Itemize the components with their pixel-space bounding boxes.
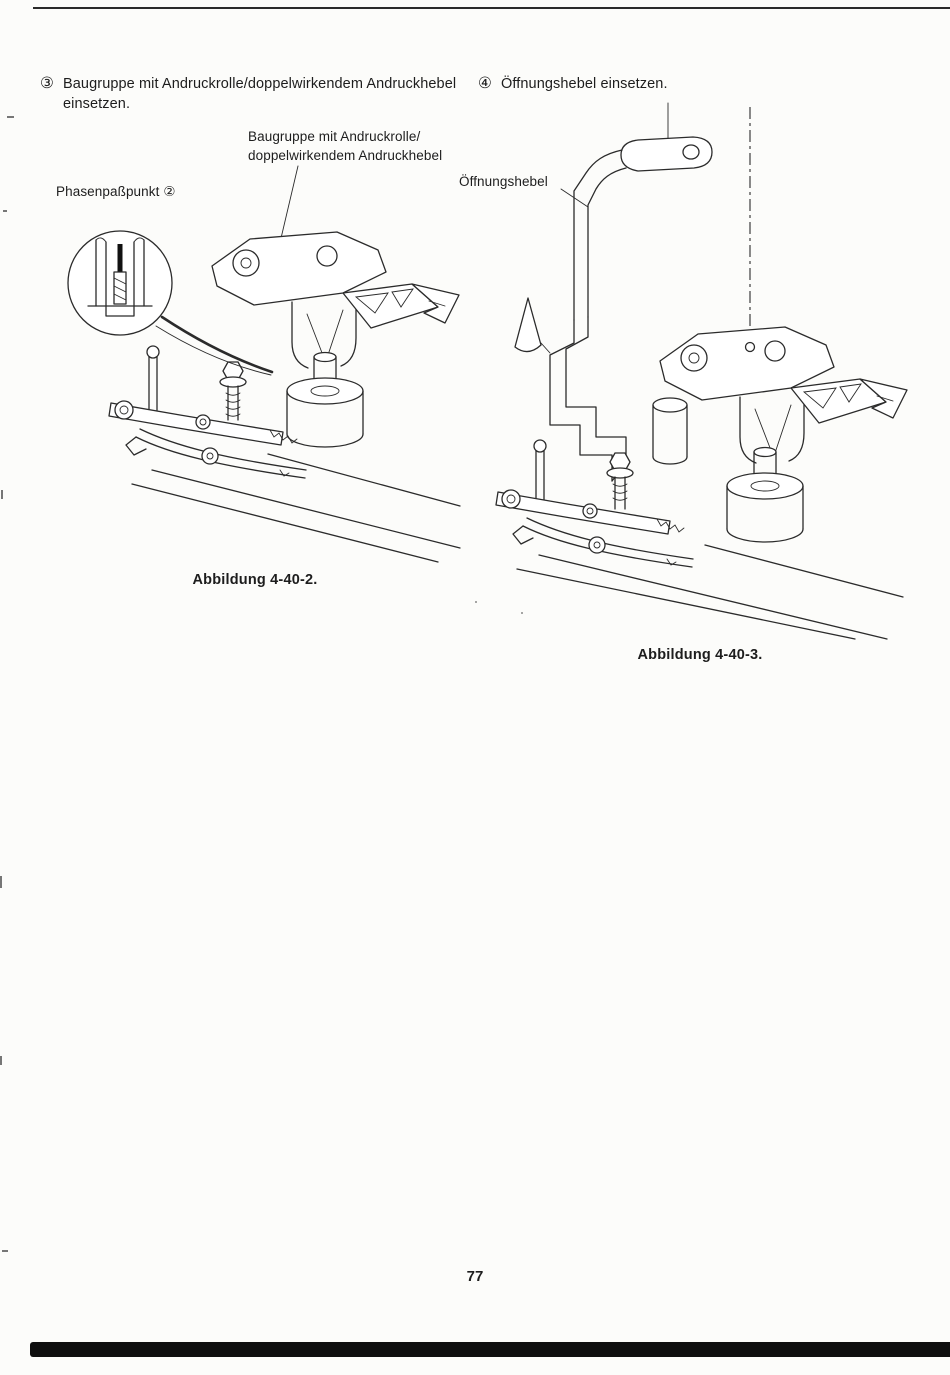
scan-artifact xyxy=(0,876,2,888)
phase-mark-bar xyxy=(117,244,123,272)
figure-4-40-2: Baugruppe mit Andruckrolle/ doppelwirken… xyxy=(40,120,470,600)
step-4-number-badge: ④ xyxy=(478,75,492,92)
step-3-number-badge: ③ xyxy=(40,75,54,92)
top-border-line xyxy=(33,7,950,9)
scan-artifact xyxy=(7,116,14,118)
part-label-line: Baugruppe mit Andruckrolle/ xyxy=(248,129,421,144)
step-4-instruction: ④ Öffnungshebel einsetzen. xyxy=(478,74,918,94)
figure-4-40-3-caption: Abbildung 4-40-3. xyxy=(637,647,763,663)
figure-4-40-2-caption: Abbildung 4-40-2. xyxy=(192,572,318,588)
scan-artifact xyxy=(2,1250,8,1252)
lever-linkage xyxy=(495,439,694,568)
step-3-instruction: ③ Baugruppe mit Andruckrolle/doppelwirke… xyxy=(40,74,465,115)
page-number: 77 xyxy=(466,1268,484,1285)
screw-hole xyxy=(744,341,756,353)
lever-spike xyxy=(514,297,542,353)
figure-4-40-2-part-label: Baugruppe mit Andruckrolle/ doppelwirken… xyxy=(248,128,442,166)
lever-linkage xyxy=(108,345,307,479)
bottom-scan-bar xyxy=(30,1342,950,1357)
gear-teeth xyxy=(269,429,298,444)
gear-teeth xyxy=(656,518,685,533)
scan-artifact xyxy=(3,210,7,212)
figure-4-40-3-drawing xyxy=(495,102,908,640)
step-4-text: Öffnungshebel einsetzen. xyxy=(501,76,668,92)
scan-artifact xyxy=(1,490,3,499)
pressure-roller-assembly xyxy=(652,326,908,543)
step-3-text: Baugruppe mit Andruckrolle/doppelwirkend… xyxy=(63,76,457,113)
chassis-edge-lines xyxy=(516,544,904,640)
scan-artifact xyxy=(0,1056,2,1065)
part-label-line: doppelwirkendem Andruckhebel xyxy=(248,147,443,163)
scan-speck xyxy=(475,601,477,603)
pressure-roller-assembly xyxy=(211,231,460,448)
figure-4-40-3-part-label: Öffnungshebel xyxy=(459,174,548,189)
figure-4-40-3: Öffnungshebel Abbildung 4-40-3. xyxy=(455,95,945,685)
scan-speck xyxy=(521,612,523,614)
opening-lever xyxy=(514,136,713,482)
figure-4-40-2-drawing xyxy=(67,165,461,563)
figure-4-40-2-phase-label: Phasenpaßpunkt ② xyxy=(56,184,176,199)
chassis-edge-lines xyxy=(131,453,461,563)
phase-point-detail-callout xyxy=(67,230,274,376)
